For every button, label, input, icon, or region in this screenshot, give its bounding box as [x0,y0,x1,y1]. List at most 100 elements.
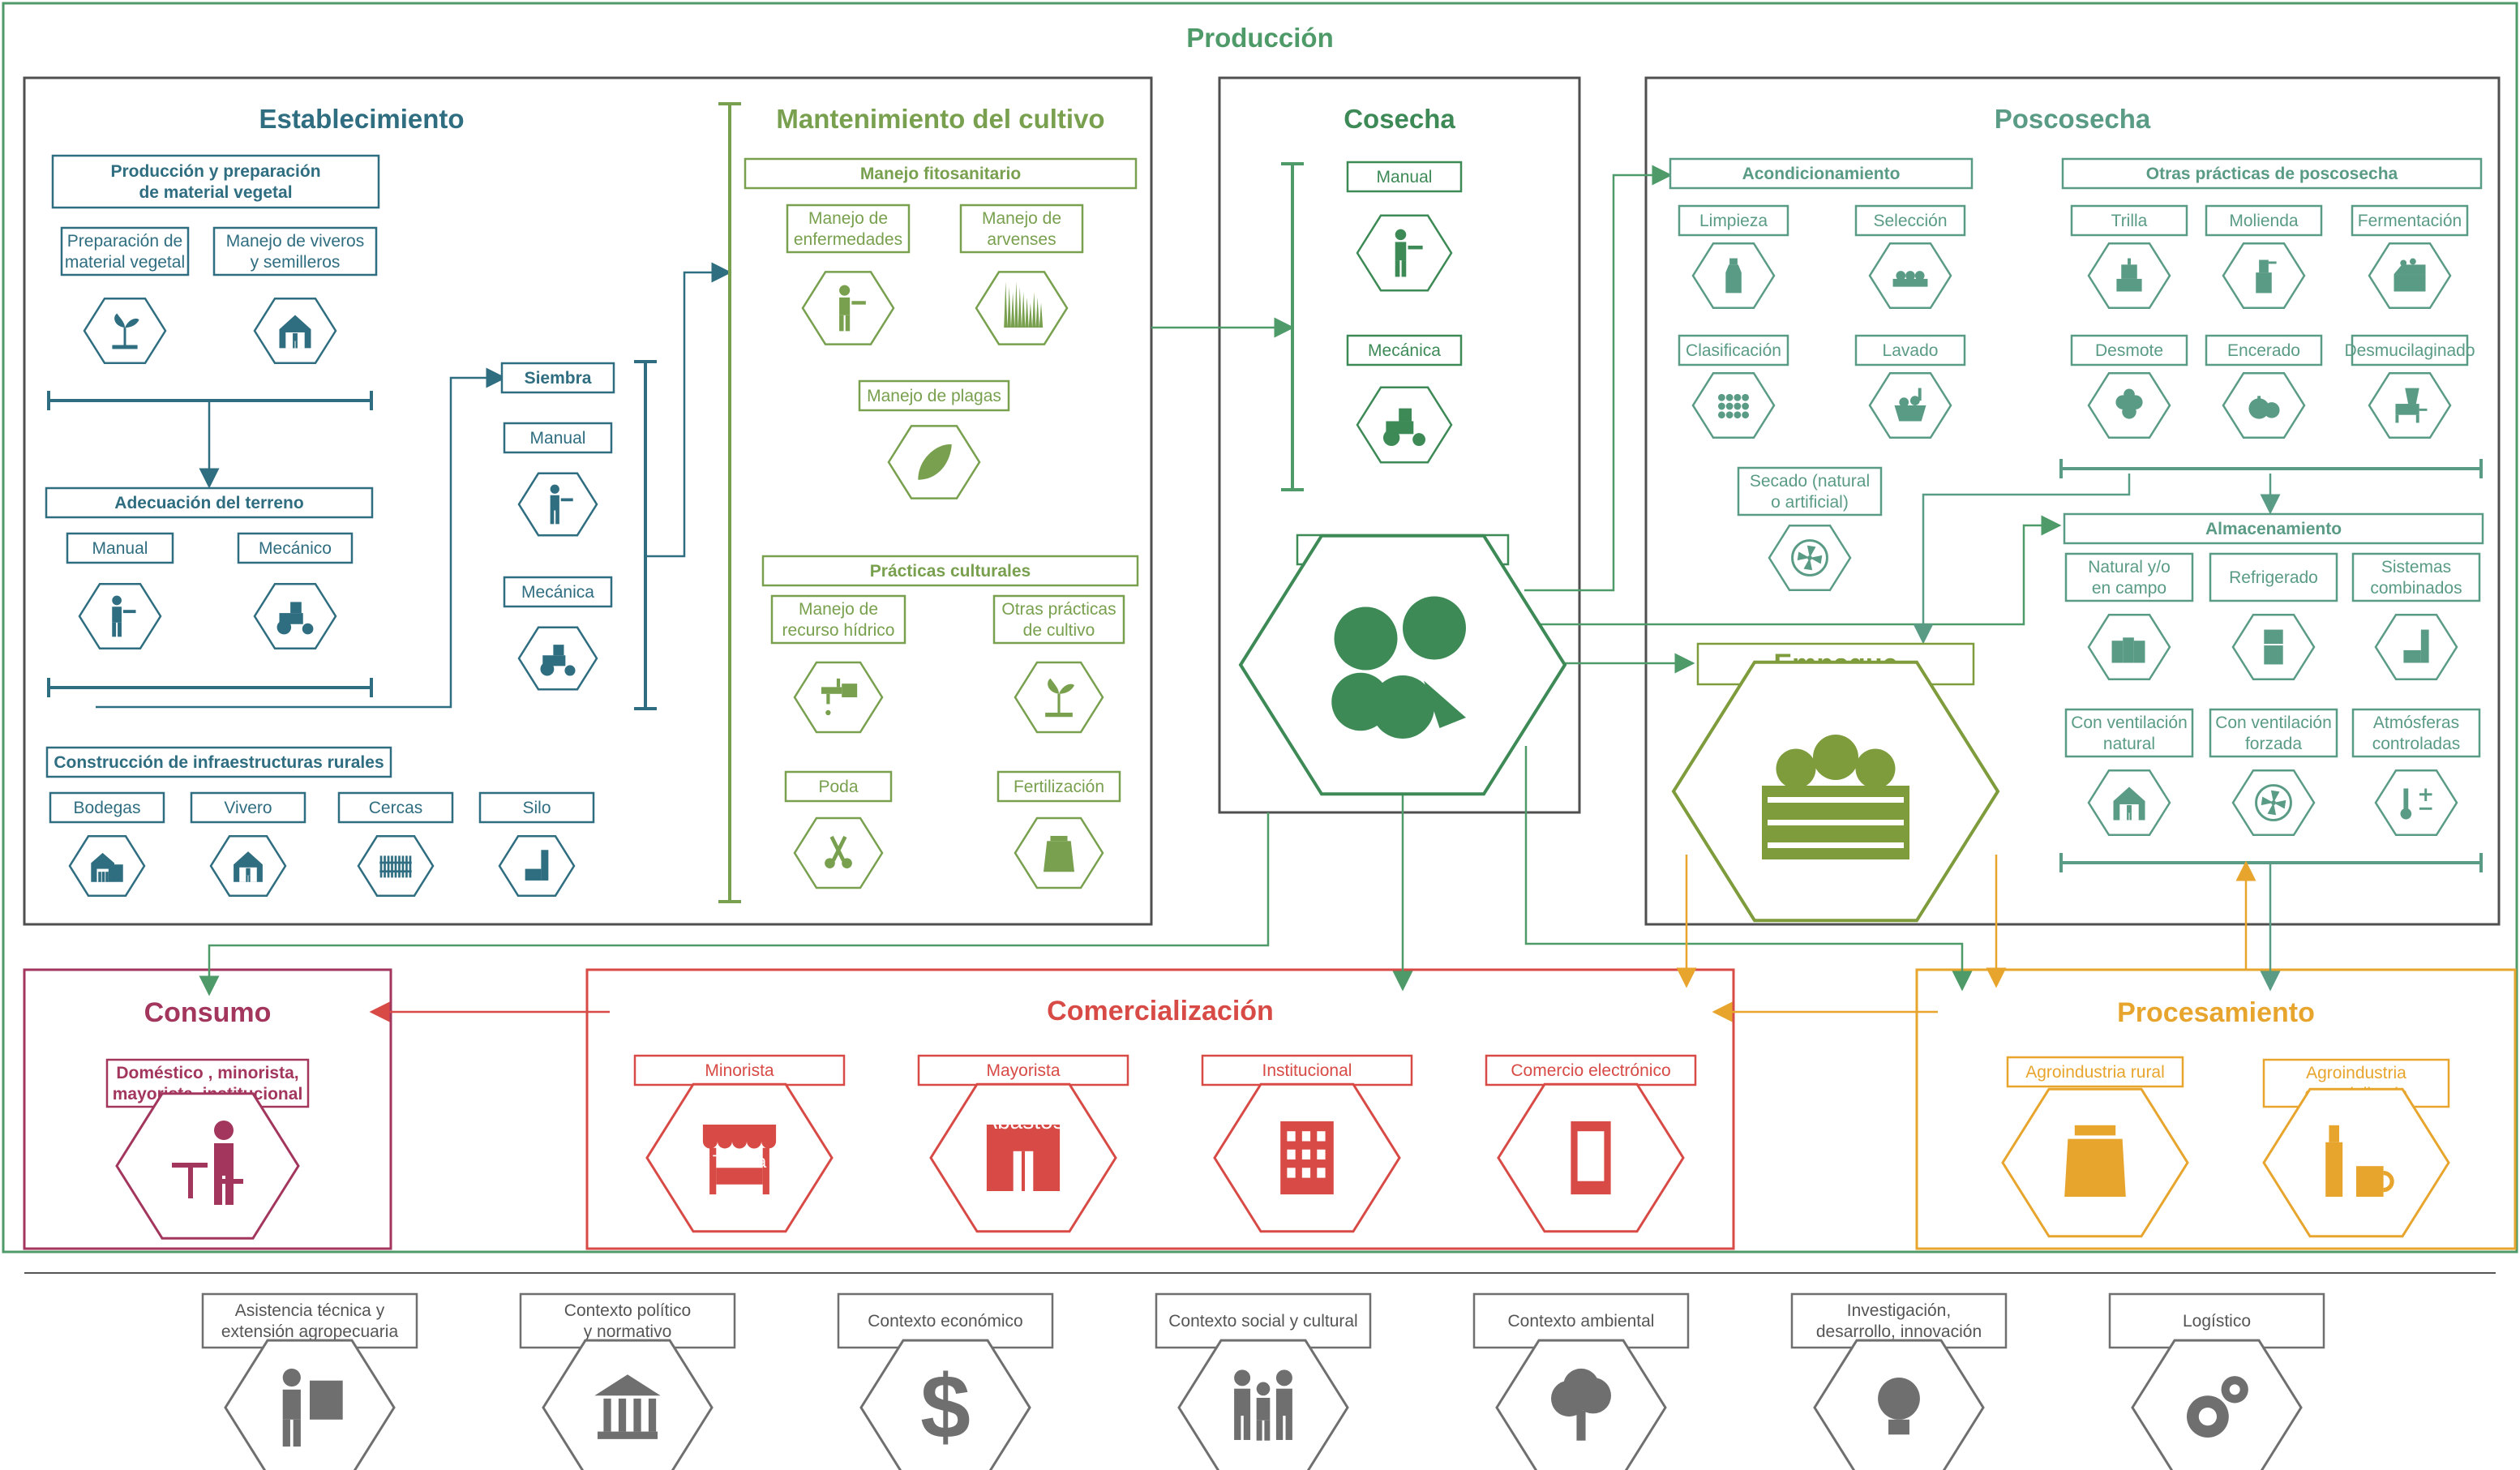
cosecha-frame [1218,76,1581,814]
fertilizer-bag-icon [1044,835,1074,872]
comercializacion-3-label-text: Comercio electrónico [1511,1061,1670,1080]
infra-3-label-text: Silo [522,799,551,817]
preparacion-material-vegetal-label-text: Preparación de [67,232,182,251]
manejo-arvenses-hexagon [975,271,1069,345]
almacenamiento-header: Almacenamiento [2063,512,2484,545]
fan-icon [1791,539,1828,576]
ventilated-building-icon [2113,786,2145,821]
poda-label-text: Poda [818,778,858,796]
building-icon [1280,1121,1334,1195]
siembra-header-text: Siembra [525,369,592,388]
almacenamiento-0-label-text: en campo [2092,579,2166,598]
otras-practicas-cultivo-label-text: Otras prácticas [1001,600,1116,619]
almacenamiento-5-hexagon [2374,769,2458,837]
siembra-manual-label-text: Manual [530,429,586,448]
adecuacion-mecanico-label-text: Mecánico [259,539,332,558]
produccion-material-vegetal-header-text: de material vegetal [139,183,292,202]
seedling-icon [1045,678,1074,718]
fertilizacion-label-text: Fertilización [1014,778,1104,796]
almacenamiento-2-label-text: combinados [2370,579,2462,598]
almacenamiento-1-label: Refrigerado [2209,552,2338,602]
procesamiento-frame [1915,968,2517,1250]
dollar-glyph: $ [920,1356,971,1457]
fence-icon [379,855,412,878]
fermentation-box-icon [2394,258,2426,292]
acondicionamiento-3-label-text: Lavado [1883,341,1939,360]
almacenamiento-2-hexagon [2374,613,2458,681]
fertilizacion-label: Fertilización [996,770,1121,803]
manejo-viveros-label-text: Manejo de viveros [226,232,364,251]
waxed-tomato-icon [2248,396,2280,419]
infra-1-label-text: Vivero [224,799,272,817]
agroindustria-rural-label: Agroindustria rural [2006,1056,2184,1088]
consumo-frame [23,968,392,1250]
sorting-tray-icon [1892,271,1928,287]
almacenamiento-3-label-text: natural [2103,735,2155,753]
wholesale-market-icon [986,1125,1061,1191]
context-4-label: Contexto ambiental [1508,1312,1655,1331]
context-0-label: Asistencia técnica y [235,1301,385,1320]
comercializacion-3-label: Comercio electrónico [1485,1054,1697,1086]
person-eating-icon [172,1121,243,1205]
almacenamiento-1-label-text: Refrigerado [2229,568,2318,587]
manejo-arvenses-label-text: arvenses [987,230,1056,249]
manejo-arvenses-label-text: Manejo de [982,209,1061,228]
harvester-worker-icon [1395,229,1423,277]
manejo-viveros-label-text: y semilleros [251,253,341,272]
context-2-hexagon [859,1339,1031,1470]
comercializacion-1-label: Mayorista [917,1054,1129,1086]
infraestructuras-header: Construcción de infraestructuras rurales [45,746,392,778]
people-icon [1234,1369,1292,1441]
washing-brush-icon [1894,388,1926,422]
otras-poscosecha-3-label-text: Desmote [2095,341,2163,360]
pruning-shears-icon [825,835,852,868]
cotton-icon [2115,388,2143,419]
agroindustria-especializada-hexagon [2262,1087,2450,1238]
manejo-plagas-label: Manejo de plagas [858,379,1010,412]
context-5-label: desarrollo, innovación [1816,1322,1982,1341]
lightbulb-icon [1878,1378,1920,1435]
siembra-manual-label: Manual [503,422,613,454]
almacenamiento-0-label-text: Natural y/o [2088,558,2171,576]
agroindustria-especializada-label-text: Agroindustria [2306,1064,2406,1082]
comercializacion-title: Comercialización [1047,996,1274,1026]
tree-icon [1551,1368,1612,1441]
adecuacion-mecanico-label: Mecánico [237,532,354,564]
jar-icon [2064,1125,2126,1197]
manejo-recurso-hidrico-hexagon [793,661,884,734]
digging-worker-icon [112,595,136,637]
otras-poscosecha-2-label-text: Fermentación [2358,212,2462,230]
poscosecha-title: Poscosecha [1995,104,2151,134]
cosecha-mecanica-label-text: Mecánica [1368,341,1441,360]
vegetables-icon [1331,596,1466,739]
secado-label-text: Secado (natural [1750,472,1870,491]
context-6: Logístico [2108,1292,2325,1349]
producto-fresco-hexagon [1238,534,1567,796]
almacenamiento-2-label-text: Sistemas [2381,558,2451,576]
grinder-icon [2116,258,2142,292]
warehouse-icon [91,852,123,882]
almacenamiento-header-text: Almacenamiento [2205,520,2342,538]
context-3-label: Contexto social y cultural [1168,1312,1357,1331]
weeds-icon [1004,281,1044,328]
harvester-machine-icon [1382,408,1426,447]
produccion-title: Producción [1186,23,1334,53]
shop-icon [702,1125,777,1195]
context-1-label: Contexto político [564,1301,691,1320]
siembra-mecanica-label: Mecánica [503,576,613,608]
otras-poscosecha-3-label: Desmote [2070,334,2188,366]
almacenamiento-4-label-text: Con ventilación [2215,714,2332,732]
government-building-icon [594,1374,661,1439]
adecuacion-manual-label: Manual [66,532,174,564]
almacenamiento-5-label-text: controladas [2372,735,2461,753]
manejo-plagas-label-text: Manejo de plagas [867,387,1001,405]
mantenimiento-title: Mantenimiento del cultivo [776,104,1104,134]
greenhouse-icon [234,851,263,882]
hand-plant-icon [112,313,139,349]
otras-poscosecha-5-label-text: Desmucilaginado [2344,341,2475,360]
